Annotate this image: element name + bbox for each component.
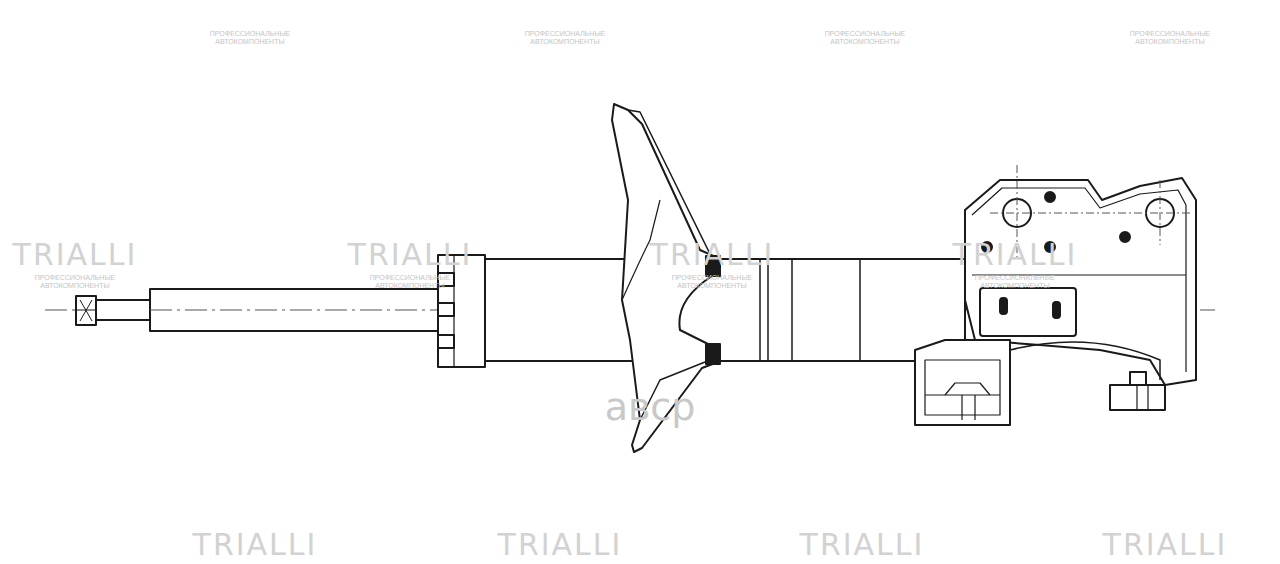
bolt [1110, 385, 1165, 410]
watermark-logo: TRIALLI [650, 240, 775, 270]
marketplace-logo: авср [605, 388, 696, 426]
watermark-logo: TRIALLI [953, 240, 1078, 270]
watermark-subtitle: ПРОФЕССИОНАЛЬНЫЕ АВТОКОМПОНЕНТЫ [970, 274, 1060, 291]
watermark-subtitle: ПРОФЕССИОНАЛЬНЫЕ АВТОКОМПОНЕНТЫ [1125, 30, 1215, 47]
watermark-logo: TRIALLI [13, 240, 138, 270]
dust-cap [438, 255, 485, 367]
watermark-logo: TRIALLI [498, 530, 623, 560]
watermark-subtitle: ПРОФЕССИОНАЛЬНЫЕ АВТОКОМПОНЕНТЫ [30, 274, 120, 291]
thread-end [96, 300, 150, 320]
watermark-subtitle: ПРОФЕССИОНАЛЬНЫЕ АВТОКОМПОНЕНТЫ [667, 274, 757, 291]
watermark-subtitle: ПРОФЕССИОНАЛЬНЫЕ АВТОКОМПОНЕНТЫ [205, 30, 295, 47]
piston-rod [150, 289, 438, 331]
lower-clamp [915, 340, 1010, 425]
nut [76, 296, 96, 325]
watermark-logo: TRIALLI [1103, 530, 1228, 560]
strut-body [485, 259, 965, 361]
watermark-subtitle: ПРОФЕССИОНАЛЬНЫЕ АВТОКОМПОНЕНТЫ [820, 30, 910, 47]
watermark-subtitle: ПРОФЕССИОНАЛЬНЫЕ АВТОКОМПОНЕНТЫ [520, 30, 610, 47]
watermark-logo: TRIALLI [348, 240, 473, 270]
watermark-subtitle: ПРОФЕССИОНАЛЬНЫЕ АВТОКОМПОНЕНТЫ [365, 274, 455, 291]
watermark-logo: TRIALLI [193, 530, 318, 560]
watermark-logo: TRIALLI [800, 530, 925, 560]
